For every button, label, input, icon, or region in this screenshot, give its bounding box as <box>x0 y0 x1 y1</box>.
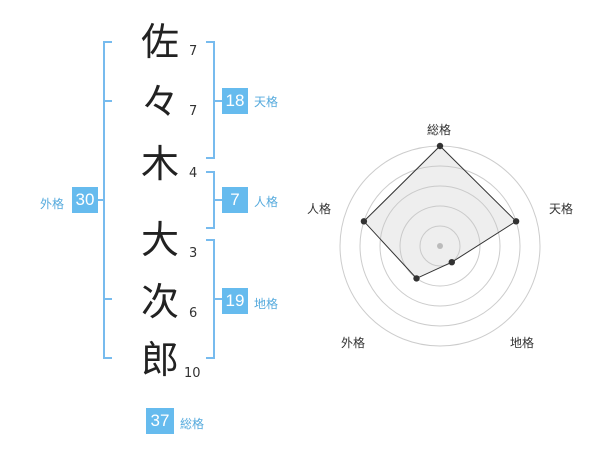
stroke-count-2: 7 <box>189 104 198 119</box>
chikaku-label: 地格 <box>254 297 279 311</box>
radar-axis-label-2: 天格 <box>549 202 574 216</box>
tenkaku-label: 天格 <box>254 95 279 109</box>
name-char-3: 木 <box>140 142 179 186</box>
radar-ring-1 <box>419 225 461 267</box>
gaikaku-label: 外格 <box>40 197 65 211</box>
name-char-4: 大 <box>140 218 179 262</box>
soukaku-label: 総格 <box>180 417 205 431</box>
radar-area <box>363 145 517 280</box>
name-char-1: 佐 <box>140 20 179 64</box>
tenkaku-badge: 18 <box>222 88 248 114</box>
jinkaku-badge: 7 <box>222 187 248 213</box>
radar-point-3 <box>448 259 455 266</box>
stroke-count-6: 10 <box>184 366 201 381</box>
radar-axis-label-1: 総格 <box>427 123 452 137</box>
radar-axis-label-5: 人格 <box>307 202 332 216</box>
soukaku-badge: 37 <box>146 408 174 434</box>
radar-point-5 <box>360 218 368 225</box>
radar-ring-2 <box>399 205 481 287</box>
radar-axis-label-3: 地格 <box>510 336 535 350</box>
name-char-6: 郎 <box>140 338 179 382</box>
stroke-count-1: 7 <box>189 44 198 59</box>
radar-point-1 <box>436 142 444 150</box>
stroke-count-4: 3 <box>189 246 198 261</box>
name-char-2: 々 <box>140 80 179 124</box>
radar-center <box>437 243 443 249</box>
radar-ring-3 <box>379 185 501 307</box>
radar-axis-label-4: 外格 <box>341 336 366 350</box>
radar-ring-4 <box>359 165 521 327</box>
gaikaku-badge: 30 <box>72 187 98 213</box>
stroke-count-5: 6 <box>189 306 198 321</box>
radar-point-4 <box>413 275 420 282</box>
stroke-count-3: 4 <box>189 166 198 181</box>
name-char-5: 次 <box>140 280 179 324</box>
radar-point-2 <box>512 218 520 225</box>
chikaku-badge: 19 <box>222 288 248 314</box>
jinkaku-label: 人格 <box>254 195 279 209</box>
